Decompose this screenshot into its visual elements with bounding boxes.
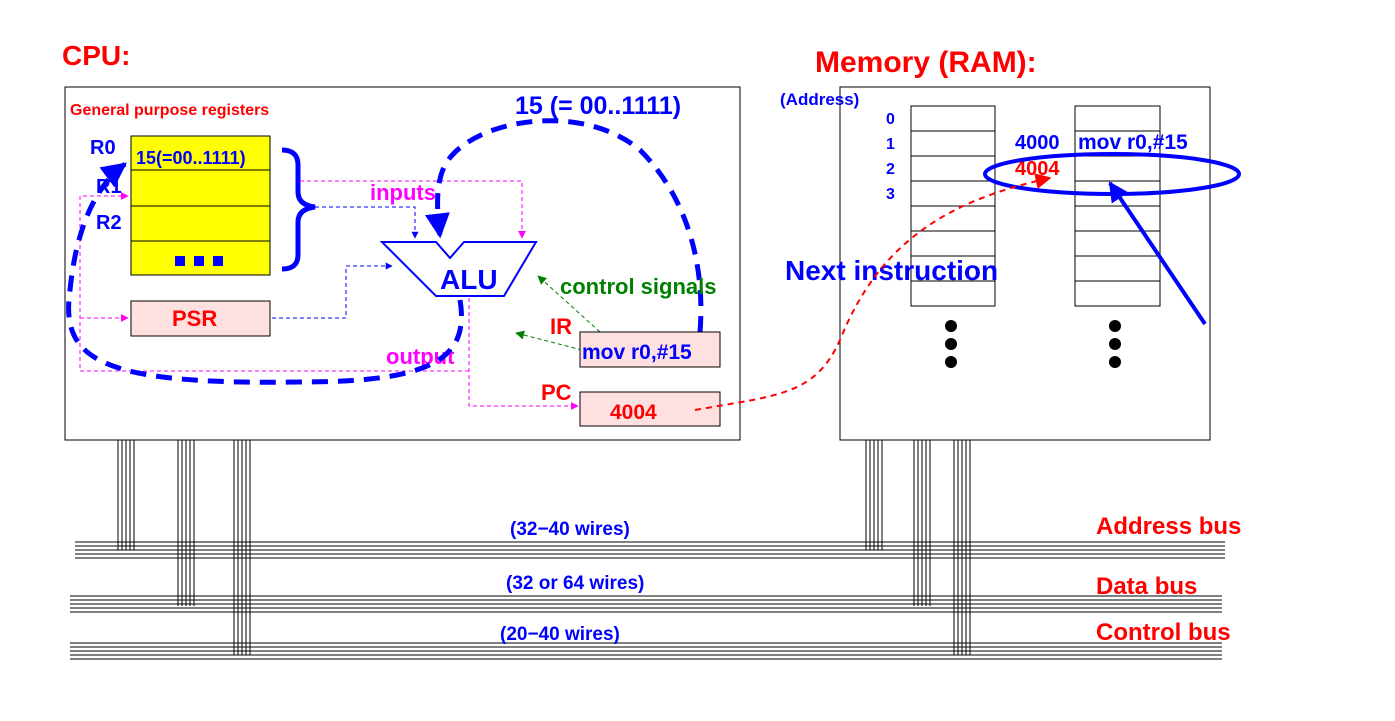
pc-value: 4004	[610, 401, 657, 424]
program-content-4000: mov r0,#15	[1078, 131, 1188, 154]
memory-title: Memory (RAM):	[815, 46, 1037, 79]
register-r2-label: R2	[96, 212, 122, 234]
memory-address-1: 1	[886, 136, 895, 153]
control-bus-label: Control bus	[1096, 619, 1231, 646]
next-instruction-label: Next instruction	[785, 255, 998, 286]
ir-value: mov r0,#15	[582, 341, 692, 364]
psr-register	[130, 300, 271, 337]
memory-ellipsis-left	[945, 320, 957, 368]
output-line	[468, 298, 579, 410]
cpu-bus-connectors	[117, 440, 251, 655]
input-line-b	[315, 206, 419, 239]
memory-address-2: 2	[886, 161, 895, 178]
program-address-4000: 4000	[1015, 132, 1060, 154]
alu-label: ALU	[440, 264, 498, 295]
data-bus-lines	[70, 595, 1222, 613]
register-r0-label: R0	[90, 137, 116, 159]
control-signals-label: control signals	[560, 274, 716, 299]
memory-address-0: 0	[886, 111, 895, 128]
alu-shape	[379, 241, 538, 297]
memory-ellipsis-right	[1109, 320, 1121, 368]
data-bus-label: Data bus	[1096, 573, 1197, 600]
registers-heading: General purpose registers	[70, 102, 269, 119]
ir-register	[579, 331, 721, 368]
inputs-label: inputs	[370, 180, 436, 205]
ir-to-alu-flow-curve	[425, 118, 704, 333]
cpu-title: CPU:	[62, 40, 130, 71]
control-bus-lines	[70, 642, 1222, 660]
register-ellipsis-dots	[175, 256, 223, 266]
alu-result-label: 15 (= 00..1111)	[515, 92, 681, 120]
pc-to-memory-curve	[694, 173, 1052, 411]
alu-result-flow-curve	[66, 161, 464, 385]
data-bus-wires: (32 or 64 wires)	[506, 573, 644, 594]
address-bus-label: Address bus	[1096, 513, 1241, 540]
ir-label: IR	[550, 314, 572, 339]
address-heading: (Address)	[780, 90, 859, 109]
memory-address-3: 3	[886, 186, 895, 203]
memory-bus-connectors	[865, 440, 971, 655]
control-signal-line	[515, 330, 583, 351]
psr-to-alu-line	[272, 262, 393, 319]
control-bus-wires: (20−40 wires)	[500, 624, 620, 645]
psr-label: PSR	[172, 306, 217, 331]
address-bus-lines	[75, 541, 1225, 559]
register-r0-value: 15(=00..1111)	[136, 148, 246, 168]
memory-column-left	[910, 105, 996, 307]
next-instruction-arrow	[1108, 181, 1207, 326]
address-bus-wires: (32−40 wires)	[510, 519, 630, 540]
output-feedback-line	[79, 192, 469, 372]
pc-label: PC	[541, 380, 572, 405]
input-line-a	[300, 180, 526, 239]
